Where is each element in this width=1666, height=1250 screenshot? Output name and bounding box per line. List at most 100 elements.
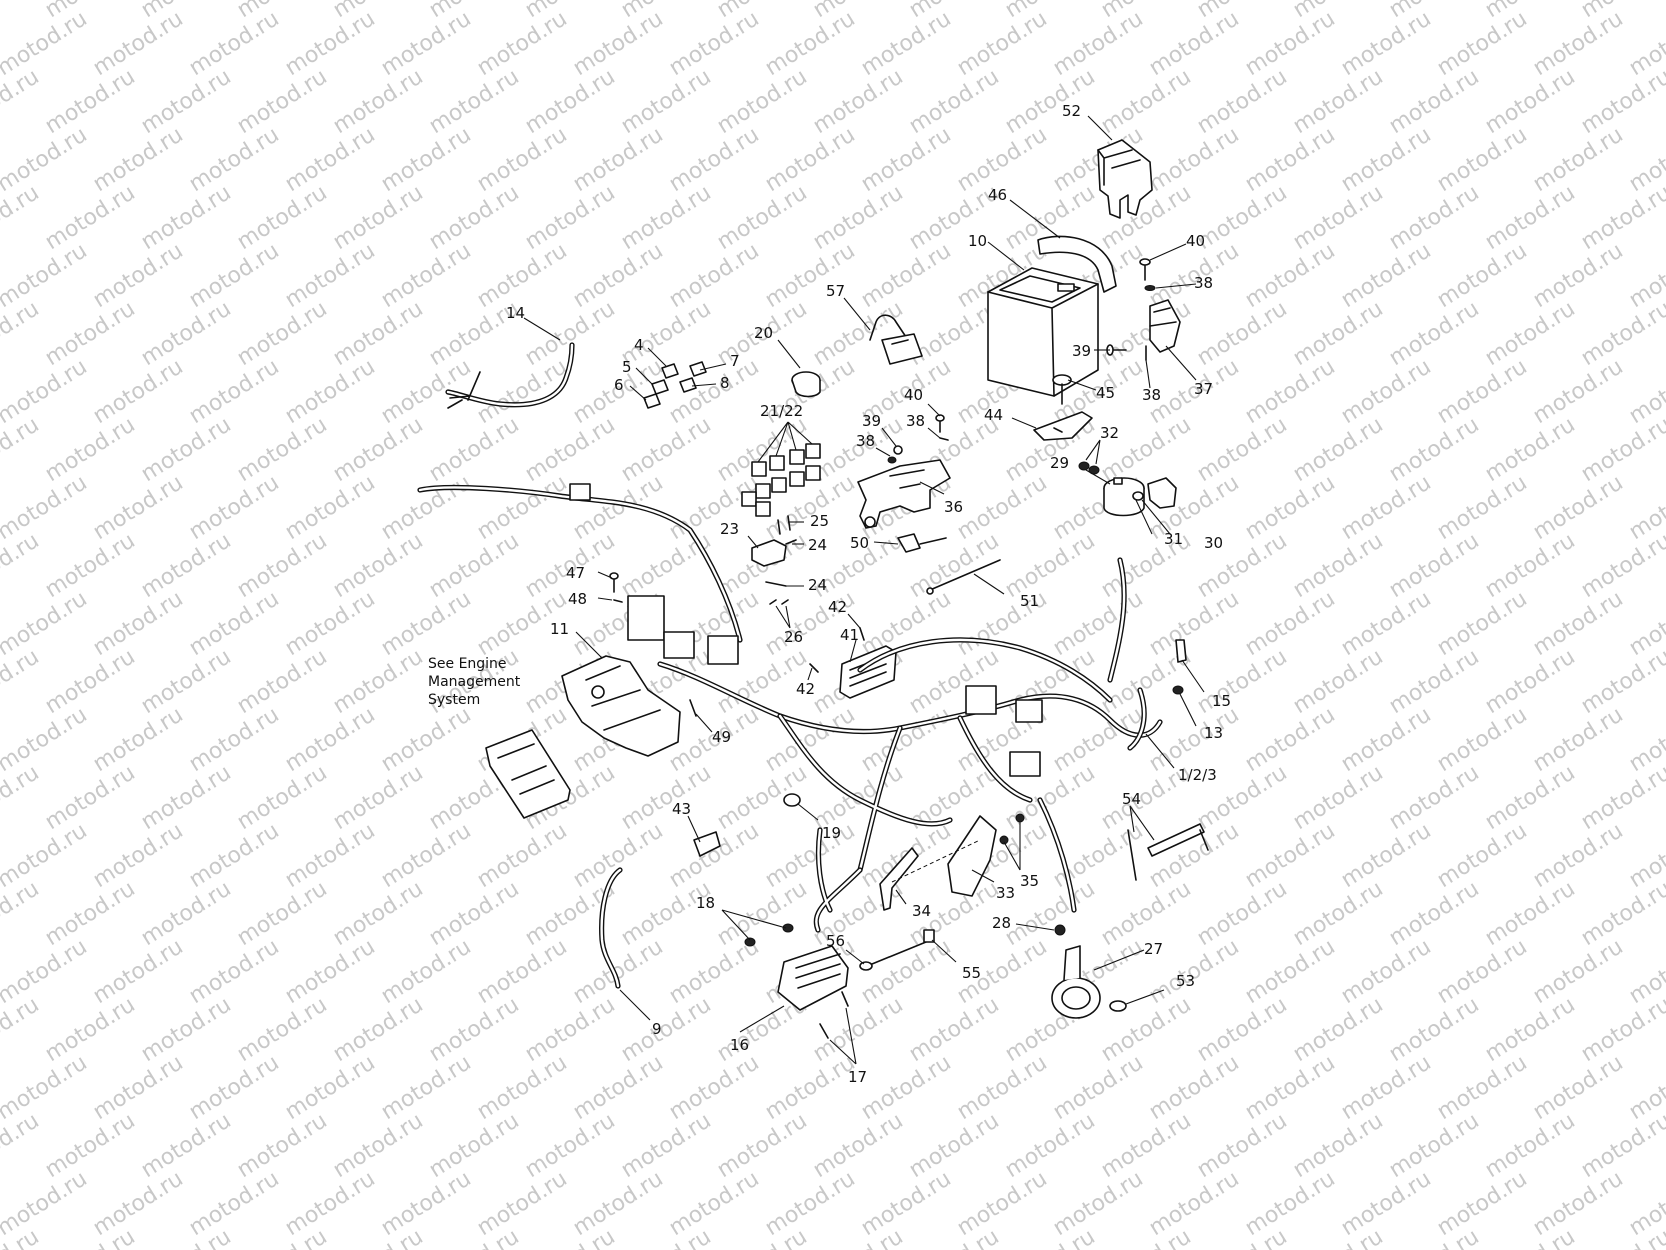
part-56-connector-icon bbox=[859, 961, 873, 971]
watermark-text: motod.ru bbox=[137, 1224, 236, 1250]
watermark-text: motod.ru bbox=[1289, 644, 1388, 719]
callout-19: 19 bbox=[822, 824, 841, 842]
watermark-text: motod.ru bbox=[329, 644, 428, 719]
watermark-text: motod.ru bbox=[137, 1108, 236, 1183]
watermark-text: motod.ru bbox=[1337, 702, 1436, 777]
watermark-text: motod.ru bbox=[1145, 6, 1244, 81]
watermark-text: motod.ru bbox=[1385, 1108, 1484, 1183]
watermark-text: motod.ru bbox=[953, 1166, 1052, 1241]
watermark-text: motod.ru bbox=[1001, 1108, 1100, 1183]
watermark-text: motod.ru bbox=[1049, 702, 1148, 777]
watermark-text: motod.ru bbox=[1289, 876, 1388, 951]
watermark-text: motod.ru bbox=[41, 760, 140, 835]
watermark-text: motod.ru bbox=[1049, 6, 1148, 81]
callout-11: 11 bbox=[550, 620, 569, 638]
watermark-text: motod.ru bbox=[89, 702, 188, 777]
watermark-text: motod.ru bbox=[809, 64, 908, 139]
callout-38: 38 bbox=[1194, 274, 1213, 292]
part-38-washer-icon-3 bbox=[939, 437, 949, 441]
watermark-text: motod.ru bbox=[1001, 528, 1100, 603]
watermark-text: motod.ru bbox=[137, 64, 236, 139]
part-48-washer-icon bbox=[613, 599, 623, 603]
watermark-text: motod.ru bbox=[185, 1166, 284, 1241]
part-49-clip-icon bbox=[689, 699, 697, 717]
watermark-text: motod.ru bbox=[713, 876, 812, 951]
callout-16: 16 bbox=[730, 1036, 749, 1054]
watermark-text: motod.ru bbox=[1337, 6, 1436, 81]
watermark-text: motod.ru bbox=[1529, 354, 1628, 429]
watermark-text: motod.ru bbox=[1241, 354, 1340, 429]
part-10-battery-icon bbox=[987, 267, 1099, 397]
watermark-text: motod.ru bbox=[665, 470, 764, 545]
watermark-text: motod.ru bbox=[1529, 1166, 1628, 1241]
watermark-text: motod.ru bbox=[329, 412, 428, 487]
watermark-text: motod.ru bbox=[1385, 412, 1484, 487]
watermark-text: motod.ru bbox=[0, 6, 92, 81]
watermark-text: motod.ru bbox=[569, 818, 668, 893]
part-15-bulb-icon bbox=[1175, 639, 1187, 663]
part-30-holder-icon bbox=[1147, 477, 1177, 509]
watermark-text: motod.ru bbox=[1577, 876, 1666, 951]
watermark-text: motod.ru bbox=[857, 934, 956, 1009]
watermark-text: motod.ru bbox=[1577, 412, 1666, 487]
watermark-text: motod.ru bbox=[281, 1050, 380, 1125]
watermark-text: motod.ru bbox=[41, 180, 140, 255]
watermark-text: motod.ru bbox=[761, 238, 860, 313]
part-23-module-icon bbox=[751, 539, 787, 567]
callout-8: 8 bbox=[720, 374, 730, 392]
watermark-text: motod.ru bbox=[185, 818, 284, 893]
note-line-3: System bbox=[428, 692, 480, 708]
watermark-text: motod.ru bbox=[617, 1108, 716, 1183]
watermark-text: motod.ru bbox=[425, 876, 524, 951]
callout-31: 31 bbox=[1164, 530, 1183, 548]
callout-53: 53 bbox=[1176, 972, 1195, 990]
watermark-text: motod.ru bbox=[329, 760, 428, 835]
watermark-text: motod.ru bbox=[1145, 1050, 1244, 1125]
watermark-text: motod.ru bbox=[185, 586, 284, 661]
watermark-text: motod.ru bbox=[569, 934, 668, 1009]
part-39-screw-icon-2 bbox=[893, 445, 903, 455]
part-55-lead-icon bbox=[871, 929, 935, 965]
watermark-text: motod.ru bbox=[1001, 64, 1100, 139]
watermark-text: motod.ru bbox=[41, 528, 140, 603]
callout-26: 26 bbox=[784, 628, 803, 646]
watermark-text: motod.ru bbox=[857, 6, 956, 81]
callout-44: 44 bbox=[984, 406, 1003, 424]
watermark-text: motod.ru bbox=[953, 1050, 1052, 1125]
watermark-text: motod.ru bbox=[521, 992, 620, 1067]
watermark-text: motod.ru bbox=[665, 122, 764, 197]
watermark-text: motod.ru bbox=[665, 354, 764, 429]
watermark-text: motod.ru bbox=[1001, 876, 1100, 951]
watermark-text: motod.ru bbox=[185, 238, 284, 313]
watermark-text: motod.ru bbox=[1337, 934, 1436, 1009]
watermark-text: motod.ru bbox=[89, 1166, 188, 1241]
part-19-nut-icon bbox=[783, 793, 801, 807]
watermark-text: motod.ru bbox=[1385, 296, 1484, 371]
watermark-text: motod.ru bbox=[569, 470, 668, 545]
watermark-text: motod.ru bbox=[473, 1166, 572, 1241]
watermark-text: motod.ru bbox=[1193, 1224, 1292, 1250]
watermark-text: motod.ru bbox=[1385, 1224, 1484, 1250]
watermark-text: motod.ru bbox=[1241, 702, 1340, 777]
watermark-text: motod.ru bbox=[137, 296, 236, 371]
watermark-text: motod.ru bbox=[377, 586, 476, 661]
watermark-text: motod.ru bbox=[329, 180, 428, 255]
watermark-text: motod.ru bbox=[281, 702, 380, 777]
watermark-text: motod.ru bbox=[713, 180, 812, 255]
watermark-text: motod.ru bbox=[185, 702, 284, 777]
watermark-text: motod.ru bbox=[185, 122, 284, 197]
watermark-text: motod.ru bbox=[1577, 644, 1666, 719]
callout-49: 49 bbox=[712, 728, 731, 746]
watermark-text: motod.ru bbox=[473, 6, 572, 81]
callout-30: 30 bbox=[1204, 534, 1223, 552]
watermark-text: motod.ru bbox=[185, 6, 284, 81]
watermark-text: motod.ru bbox=[1577, 760, 1666, 835]
part-25-bolts-icon bbox=[777, 515, 791, 535]
callout-1-2-3: 1/2/3 bbox=[1178, 766, 1217, 784]
callout-55: 55 bbox=[962, 964, 981, 982]
watermark-text: motod.ru bbox=[281, 934, 380, 1009]
part-42-bolt-icon-2 bbox=[809, 663, 819, 673]
watermark-text: motod.ru bbox=[665, 238, 764, 313]
watermark-text: motod.ru bbox=[1193, 296, 1292, 371]
